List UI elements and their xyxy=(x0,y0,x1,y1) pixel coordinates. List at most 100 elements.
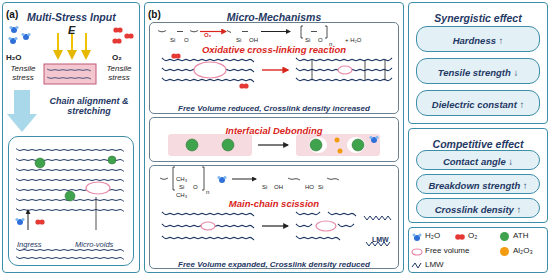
annotation-label: O₂ xyxy=(112,53,122,62)
text-holder: Crosslink density ↑ xyxy=(417,199,539,217)
effect-pill: Crosslink density ↑ xyxy=(416,198,540,218)
label-holder: (a) xyxy=(6,4,18,22)
effect-text: Contact angle ↓ xyxy=(443,157,513,168)
legend-text: H₂O xyxy=(425,231,440,240)
polymer-chain xyxy=(162,78,254,82)
label-holder: OH xyxy=(274,175,283,193)
label-holder: HO xyxy=(305,175,314,193)
legend-text: ATH xyxy=(513,231,528,240)
effect-text: Hardness ↑ xyxy=(453,36,504,47)
arrow xyxy=(57,33,59,58)
effect-text: Crosslink density ↑ xyxy=(435,205,522,216)
chemical-label: OH xyxy=(249,37,258,44)
label-holder: Tensile stress xyxy=(100,64,138,84)
effect-pill: Dielectric constant ↑ xyxy=(416,90,540,116)
label-holder: (b) xyxy=(148,4,161,22)
text-holder: Multi-Stress Input xyxy=(27,7,116,25)
label-holder: Si xyxy=(305,28,310,46)
water-hydrogen xyxy=(14,37,17,40)
oxygen-atom xyxy=(117,27,122,32)
filler-particle xyxy=(35,158,45,168)
text-holder: Free Volume reduced, Crosslink density i… xyxy=(150,97,398,115)
water-hydrogen xyxy=(21,218,24,221)
label-holder: CH₃ xyxy=(176,167,187,185)
text-holder: Main-chain scission xyxy=(150,193,398,211)
panel-box: Micro-MechanismsOxidative cross-linking … xyxy=(144,2,404,273)
material-slab xyxy=(44,64,96,84)
water-hydrogen xyxy=(21,33,24,36)
bond-line xyxy=(242,31,248,32)
mechanism-box: Interfacial Debonding xyxy=(149,117,399,162)
label-holder: O xyxy=(318,28,323,46)
label-holder: O₂ xyxy=(204,23,211,41)
polymer-chain xyxy=(296,224,312,227)
annotation-label: (a) xyxy=(6,9,18,21)
arrow xyxy=(258,144,288,145)
mechanism-result: Free Volume expanded, Crosslink density … xyxy=(178,260,370,269)
mechanism-box: Oxidative cross-linking reactionFree Vol… xyxy=(149,22,399,114)
text-holder: Breakdown strength ↑ xyxy=(417,175,539,193)
arrow xyxy=(85,33,87,58)
chemical-label: Si xyxy=(318,184,323,191)
label-holder: H₂O xyxy=(6,46,22,64)
arrow xyxy=(28,210,29,230)
annotation-label: Tensile stress xyxy=(100,64,138,82)
bond-line xyxy=(177,31,183,32)
alumina-particle xyxy=(335,138,340,143)
polymer-chain xyxy=(328,212,356,216)
water-hydrogen xyxy=(15,26,18,29)
text-holder: Interfacial Debonding xyxy=(150,120,398,138)
effect-text: Tensile strength ↓ xyxy=(438,68,518,79)
oxygen-atom xyxy=(39,219,44,224)
chemical-label: O xyxy=(193,184,198,191)
polymer-chain xyxy=(16,209,124,212)
water-hydrogen xyxy=(9,26,12,29)
annotation-label: E xyxy=(68,24,75,37)
legend-icon xyxy=(454,231,466,242)
panel-box: Multi-Stress InputIngressMicro-voids xyxy=(2,2,140,273)
crosslink xyxy=(385,60,386,80)
filler-particle xyxy=(186,139,198,151)
legend-text: Free volume xyxy=(425,246,469,255)
filler-particle xyxy=(352,139,364,151)
callout-label: Ingress xyxy=(17,241,42,250)
filler-particle xyxy=(65,191,75,201)
label-holder: Si xyxy=(170,28,175,46)
mechanism-result: Free Volume reduced, Crosslink density i… xyxy=(178,104,370,113)
effect-pill: Contact angle ↓ xyxy=(416,150,540,170)
filler-particle xyxy=(222,139,234,151)
chemical-label: n xyxy=(206,189,209,196)
text-holder: Dielectric constant ↑ xyxy=(417,94,539,112)
water-hydrogen xyxy=(369,136,372,139)
bond-line xyxy=(311,31,317,32)
legend-swatch xyxy=(500,232,509,241)
water-hydrogen xyxy=(375,136,378,139)
effect-pill: Tensile strength ↓ xyxy=(416,58,540,84)
text-holder: Ingress xyxy=(17,233,42,251)
polymer-chain xyxy=(288,178,300,180)
water-hydrogen xyxy=(223,176,226,179)
oxygen-atom xyxy=(459,234,465,240)
annotation-label: (b) xyxy=(148,9,161,21)
label-holder: LMW xyxy=(372,228,389,246)
arrow xyxy=(262,69,288,70)
arrow xyxy=(71,33,73,58)
mechanism-title: Oxidative cross-linking reaction xyxy=(202,45,346,56)
polymer-chain xyxy=(16,149,124,152)
matrix-slab xyxy=(168,134,252,156)
chemical-label: Si xyxy=(305,37,310,44)
effect-text: Breakdown strength ↑ xyxy=(428,181,527,192)
arrow xyxy=(200,31,226,32)
label-holder: Si xyxy=(236,28,241,46)
free-volume xyxy=(316,221,336,231)
oxygen-atom xyxy=(243,83,248,88)
polymer-chain xyxy=(338,224,354,227)
water-hydrogen xyxy=(217,176,220,179)
panel-title: Multi-Stress Input xyxy=(27,11,116,23)
label-holder: + H₂O xyxy=(345,28,362,46)
polymer-chain xyxy=(296,212,320,215)
chemical-label: Si xyxy=(262,184,267,191)
bracket xyxy=(202,167,204,190)
legend-text: Al₂O₃ xyxy=(513,246,533,255)
